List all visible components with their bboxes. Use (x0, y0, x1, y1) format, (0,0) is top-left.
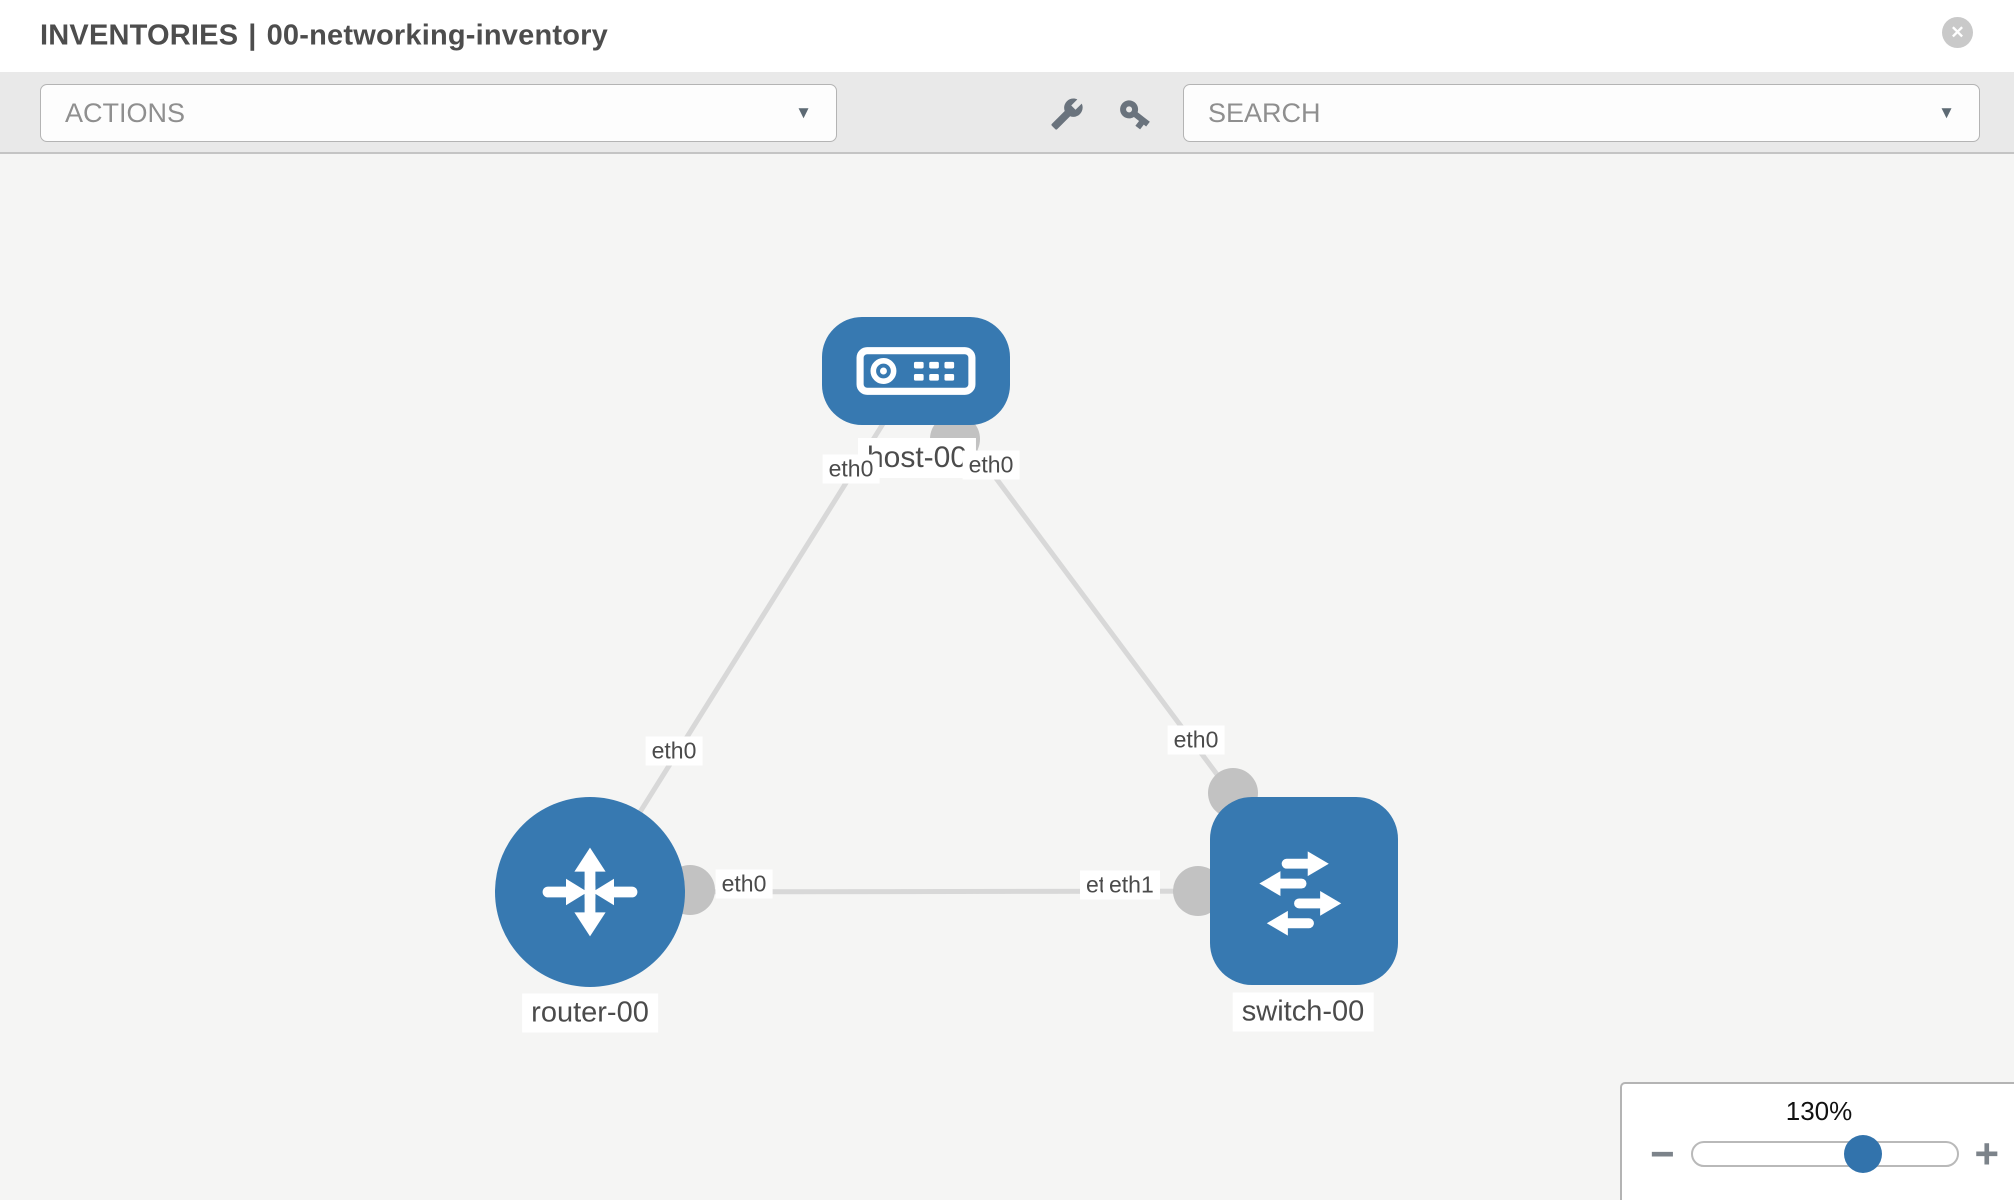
page-title-section: INVENTORIES (40, 19, 239, 52)
switch-icon (1259, 851, 1342, 936)
chevron-down-icon: ▼ (1938, 103, 1955, 122)
zoom-slider-handle[interactable] (1843, 1135, 1882, 1173)
interface-label-switch-eth1-front: eth1 (1103, 870, 1160, 900)
node-label-router: router-00 (522, 993, 658, 1033)
interface-label-switch-eth0-top: eth0 (1167, 725, 1225, 755)
page-title-separator: | (248, 19, 257, 52)
zoom-control-panel: 130% − + (1620, 1082, 2014, 1200)
interface-label-router-eth0-mid: eth0 (715, 869, 773, 899)
key-icon (1120, 100, 1150, 130)
page-title: INVENTORIES | 00-networking-inventory (40, 20, 608, 53)
actions-dropdown-label: ACTIONS (65, 97, 186, 128)
node-label-switch: switch-00 (1232, 992, 1374, 1032)
topology-canvas[interactable]: host-00 router-00 switch-00 eth0 eth0 et… (0, 154, 2014, 1200)
router-icon (542, 847, 638, 937)
node-host-00[interactable] (822, 317, 1010, 425)
node-label-host: host-00 (857, 438, 977, 478)
close-icon: ✕ (1950, 23, 1965, 42)
header-bar: INVENTORIES | 00-networking-inventory ✕ (0, 0, 2014, 72)
interface-label-host-eth0-to-switch: eth0 (962, 450, 1020, 480)
search-dropdown[interactable]: SEARCH ▼ (1183, 84, 1980, 142)
node-switch-00[interactable] (1210, 797, 1398, 985)
zoom-slider-track[interactable] (1690, 1135, 1959, 1173)
credentials-button[interactable] (1112, 91, 1158, 137)
zoom-out-button[interactable]: − (1650, 1130, 1675, 1177)
toolbar: ACTIONS ▼ SEARCH ▼ (0, 72, 2014, 154)
interface-label-host-eth0-to-router: eth0 (822, 454, 880, 484)
interface-label-router-eth0: eth0 (645, 736, 703, 766)
links-layer (587, 369, 1307, 916)
zoom-level-readout: 130% (1785, 1096, 1853, 1126)
actions-dropdown[interactable]: ACTIONS ▼ (40, 84, 837, 142)
inventory-name: 00-networking-inventory (266, 19, 608, 52)
zoom-slider-row: − + (1622, 1133, 2014, 1175)
chevron-down-icon: ▼ (795, 103, 812, 122)
host-icon (856, 347, 976, 395)
zoom-in-button[interactable]: + (1974, 1130, 2000, 1177)
close-button[interactable]: ✕ (1942, 17, 1973, 48)
search-dropdown-label: SEARCH (1208, 97, 1321, 128)
node-router-00[interactable] (495, 797, 685, 987)
wrench-icon (1051, 98, 1083, 130)
configure-button[interactable] (1044, 91, 1090, 137)
